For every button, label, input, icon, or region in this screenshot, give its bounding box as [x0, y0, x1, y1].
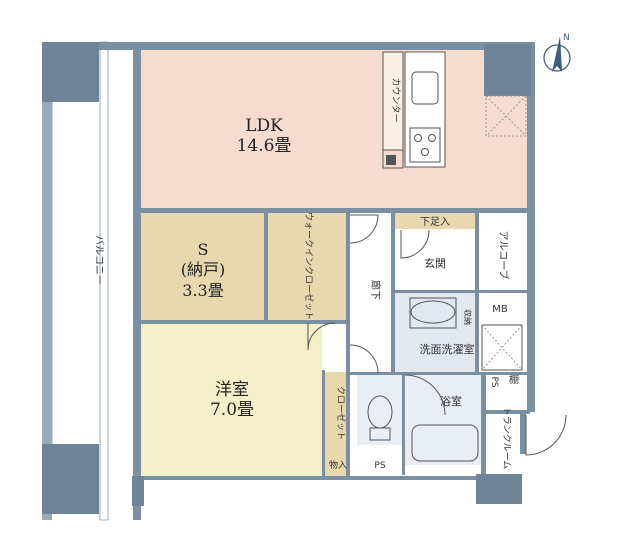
western-room: [141, 323, 322, 478]
bath-label: 浴室: [440, 394, 462, 408]
bathroom: [405, 375, 485, 465]
compass-north: N: [563, 33, 570, 43]
balcony-label: バルコニー: [93, 235, 105, 285]
western-name: 洋室: [215, 380, 249, 400]
fixtures: [367, 297, 523, 462]
walk-in-closet: [268, 213, 346, 321]
compass-icon: N: [543, 33, 571, 72]
ldk-room: [141, 50, 527, 212]
ps-top-label: PS: [489, 376, 499, 387]
doors: [307, 214, 567, 456]
tana-label: 棚: [509, 373, 519, 386]
wic-label: ウォークインクローゼット: [303, 212, 315, 320]
western-size: 7.0畳: [210, 400, 254, 420]
kitchen: カウンター: [382, 51, 527, 169]
toilet: [357, 375, 402, 445]
shoebox-label: 下足入: [420, 216, 450, 228]
ldk-name: LDK: [245, 116, 283, 136]
toilet-ps-label: PS: [374, 461, 385, 471]
washroom: [395, 292, 475, 372]
service-room: [141, 213, 264, 321]
service-sub: (納戸): [181, 260, 226, 279]
storage-label: 物入: [329, 459, 347, 471]
storage: [322, 456, 350, 476]
ldk-size: 14.6畳: [237, 136, 292, 156]
washroom-label: 洗面洗濯室: [420, 342, 475, 356]
counter-label: カウンター: [390, 77, 401, 122]
service-name: S: [198, 240, 209, 259]
service-size: 3.3畳: [182, 281, 223, 300]
shuno-label: 収納: [463, 309, 473, 325]
trunk-label: トランクルーム: [501, 407, 512, 469]
mb-label: MB: [492, 304, 508, 315]
shoe-box: [395, 213, 475, 229]
entrance-label: 玄関: [424, 256, 446, 270]
alcove-label: アルコーブ: [497, 230, 510, 279]
pillars: [42, 42, 531, 514]
closet: [322, 372, 350, 456]
closet-label: クローゼット: [335, 386, 347, 440]
corridor-label: 廊下: [369, 280, 382, 300]
